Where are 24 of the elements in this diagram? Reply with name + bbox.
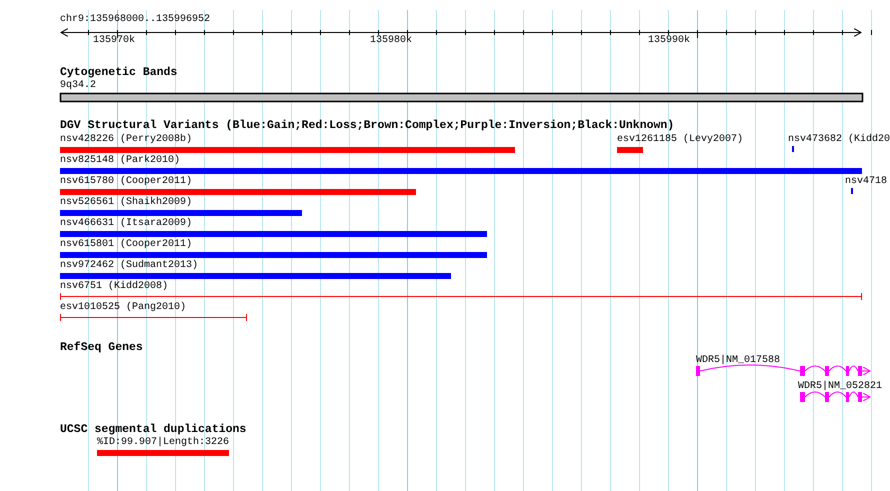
coordinate-label: chr9:135968000..135996952 xyxy=(60,14,210,26)
track-title: Cytogenetic Bands xyxy=(60,67,178,79)
feature-label: %ID:99.907|Length:3226 xyxy=(97,437,230,449)
feature-label: nsv466631 (Itsara2009) xyxy=(60,218,192,230)
track-title: DGV Structural Variants (Blue:Gain;Red:Loss;Brown:Complex;Purple:Inversion;Black:Unknown) xyxy=(60,120,674,132)
feature-label: nsv972462 (Sudmant2013) xyxy=(60,260,198,272)
tick-label: 135990k xyxy=(648,35,690,47)
feature-label: esv1010525 (Pang2010) xyxy=(60,302,186,314)
tick-label: 135980k xyxy=(370,35,412,47)
feature-label: nsv428226 (Perry2008b) xyxy=(60,134,192,146)
band-label: 9q34.2 xyxy=(60,80,96,92)
feature-label: nsv825148 (Park2010) xyxy=(60,155,180,167)
feature-label: esv1261185 (Levy2007) xyxy=(617,134,744,146)
feature-label: nsv526561 (Shaikh2009) xyxy=(60,197,192,209)
track-title: RefSeq Genes xyxy=(60,342,143,354)
feature-label: nsv6751 (Kidd2008) xyxy=(60,281,168,293)
feature-label: nsv615801 (Cooper2011) xyxy=(60,239,192,251)
track-title: UCSC segmental duplications xyxy=(60,424,246,436)
tick-label: 135970k xyxy=(93,35,136,47)
feature-label: nsv4718 xyxy=(845,176,888,188)
feature-label: nsv473682 (Kidd20 xyxy=(788,134,890,146)
gene-label: WDR5|NM_052821 xyxy=(798,381,882,393)
feature-label: nsv615780 (Cooper2011) xyxy=(60,176,192,188)
gene-label: WDR5|NM_017588 xyxy=(696,355,780,367)
